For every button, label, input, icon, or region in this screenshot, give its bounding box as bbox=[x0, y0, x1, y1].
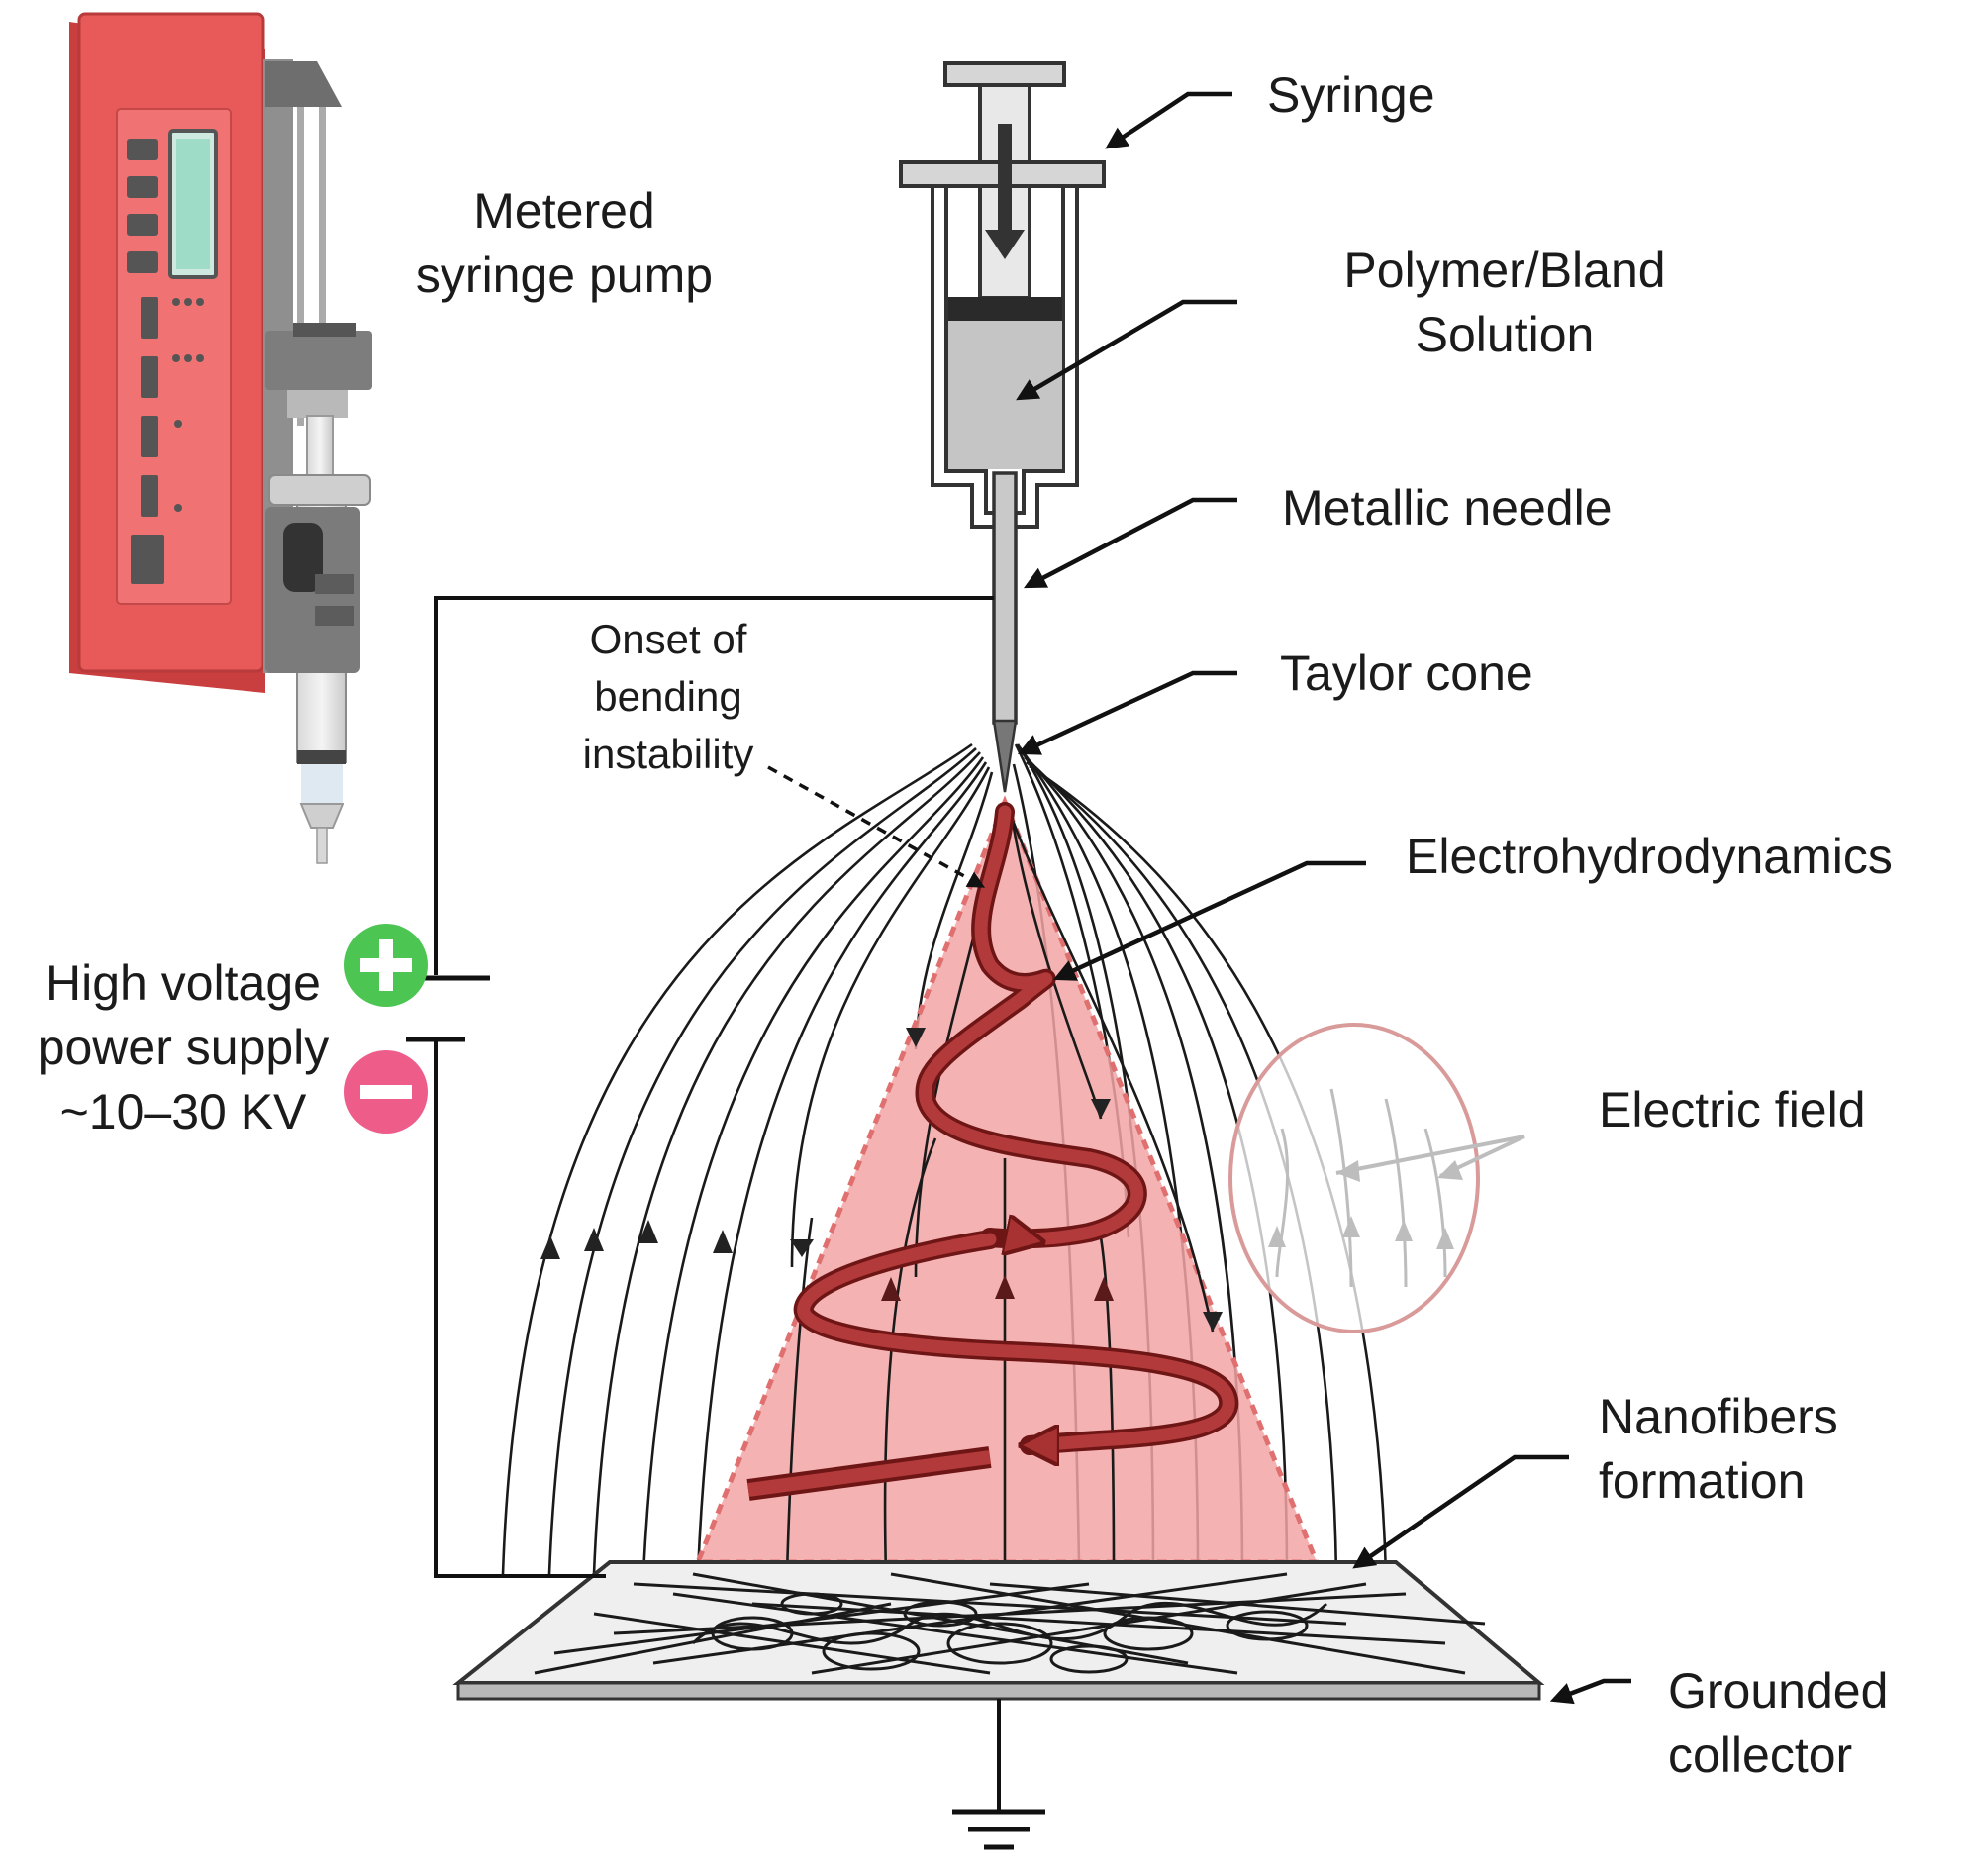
collector-label-line2: collector bbox=[1668, 1728, 1852, 1783]
plus-icon bbox=[344, 924, 428, 1007]
electric-field-inset bbox=[1228, 1023, 1525, 1333]
supply-label-line2: power supply bbox=[38, 1020, 330, 1075]
nanofiber-mat bbox=[534, 1572, 1486, 1675]
pump-buttons bbox=[127, 139, 204, 584]
annotation-arrows bbox=[767, 91, 1631, 1705]
field-lines-left bbox=[501, 742, 994, 1575]
solution-label-line1: Polymer/Bland bbox=[1343, 243, 1665, 298]
onset-label-line3: instability bbox=[583, 731, 754, 777]
pump-label-line1: Metered bbox=[473, 183, 654, 239]
nanofibers-label-line2: formation bbox=[1599, 1453, 1805, 1509]
onset-label-line1: Onset of bbox=[590, 616, 747, 662]
solution-label-line2: Solution bbox=[1416, 307, 1595, 362]
polymer-solution bbox=[948, 321, 1062, 469]
taylor-cone-label: Taylor cone bbox=[1280, 645, 1533, 701]
bending-jet-spiral bbox=[746, 802, 1239, 1501]
supply-label-line3: ~10–30 KV bbox=[60, 1084, 307, 1139]
down-arrow-icon bbox=[985, 230, 1025, 259]
collector-label-line1: Grounded bbox=[1668, 1663, 1888, 1719]
ground-icon bbox=[952, 1809, 1045, 1850]
circuit-wire bbox=[381, 596, 994, 1578]
syringe-pump bbox=[69, 12, 372, 864]
metallic-needle bbox=[992, 471, 1018, 793]
onset-label-line2: bending bbox=[594, 673, 741, 720]
grounded-collector bbox=[452, 1560, 1545, 1850]
labels: Metered syringe pump Syringe Polymer/Bla… bbox=[38, 67, 1893, 1783]
field-arrowheads bbox=[540, 1028, 1223, 1332]
supply-label-line1: High voltage bbox=[46, 955, 321, 1011]
syringe-label: Syringe bbox=[1267, 67, 1435, 123]
minus-icon bbox=[344, 1050, 428, 1134]
pump-label-line2: syringe pump bbox=[416, 247, 713, 303]
electric-field-label: Electric field bbox=[1599, 1082, 1866, 1137]
syringe-plunger-seal bbox=[948, 297, 1062, 321]
syringe bbox=[899, 61, 1106, 529]
needle-label: Metallic needle bbox=[1282, 480, 1613, 536]
electrohydrodynamics-label: Electrohydrodynamics bbox=[1406, 829, 1893, 884]
nanofibers-label-line1: Nanofibers bbox=[1599, 1389, 1838, 1444]
